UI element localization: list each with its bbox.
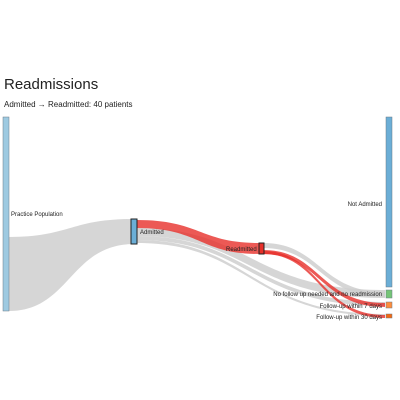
node-label-follow-up-7: Follow-up within 7 days [320, 304, 382, 310]
link-population-to-admitted[interactable] [9, 219, 134, 311]
node-label-no-follow-up: No follow up needed and no readmission [273, 292, 382, 298]
node-label-population: Practice Population [11, 212, 63, 218]
node-label-not-admitted: Not Admitted [348, 202, 382, 208]
node-no-follow-up[interactable] [385, 289, 393, 299]
node-label-admitted: Admitted [140, 230, 164, 236]
node-not-admitted[interactable] [385, 116, 393, 288]
link-admitted-to-readmitted[interactable] [137, 220, 259, 254]
link-readmitted-to-no-follow-up[interactable] [263, 243, 385, 297]
node-follow-up-30[interactable] [385, 313, 393, 319]
page-title: Readmissions [4, 76, 99, 93]
node-readmitted[interactable] [258, 242, 265, 255]
node-label-readmitted: Readmitted [226, 247, 257, 253]
node-follow-up-7[interactable] [385, 301, 393, 309]
node-population[interactable] [2, 116, 10, 312]
page-subtitle: Admitted → Readmitted: 40 patients [4, 100, 133, 109]
node-admitted[interactable] [130, 218, 138, 245]
node-label-follow-up-30: Follow-up within 30 days [316, 315, 382, 321]
